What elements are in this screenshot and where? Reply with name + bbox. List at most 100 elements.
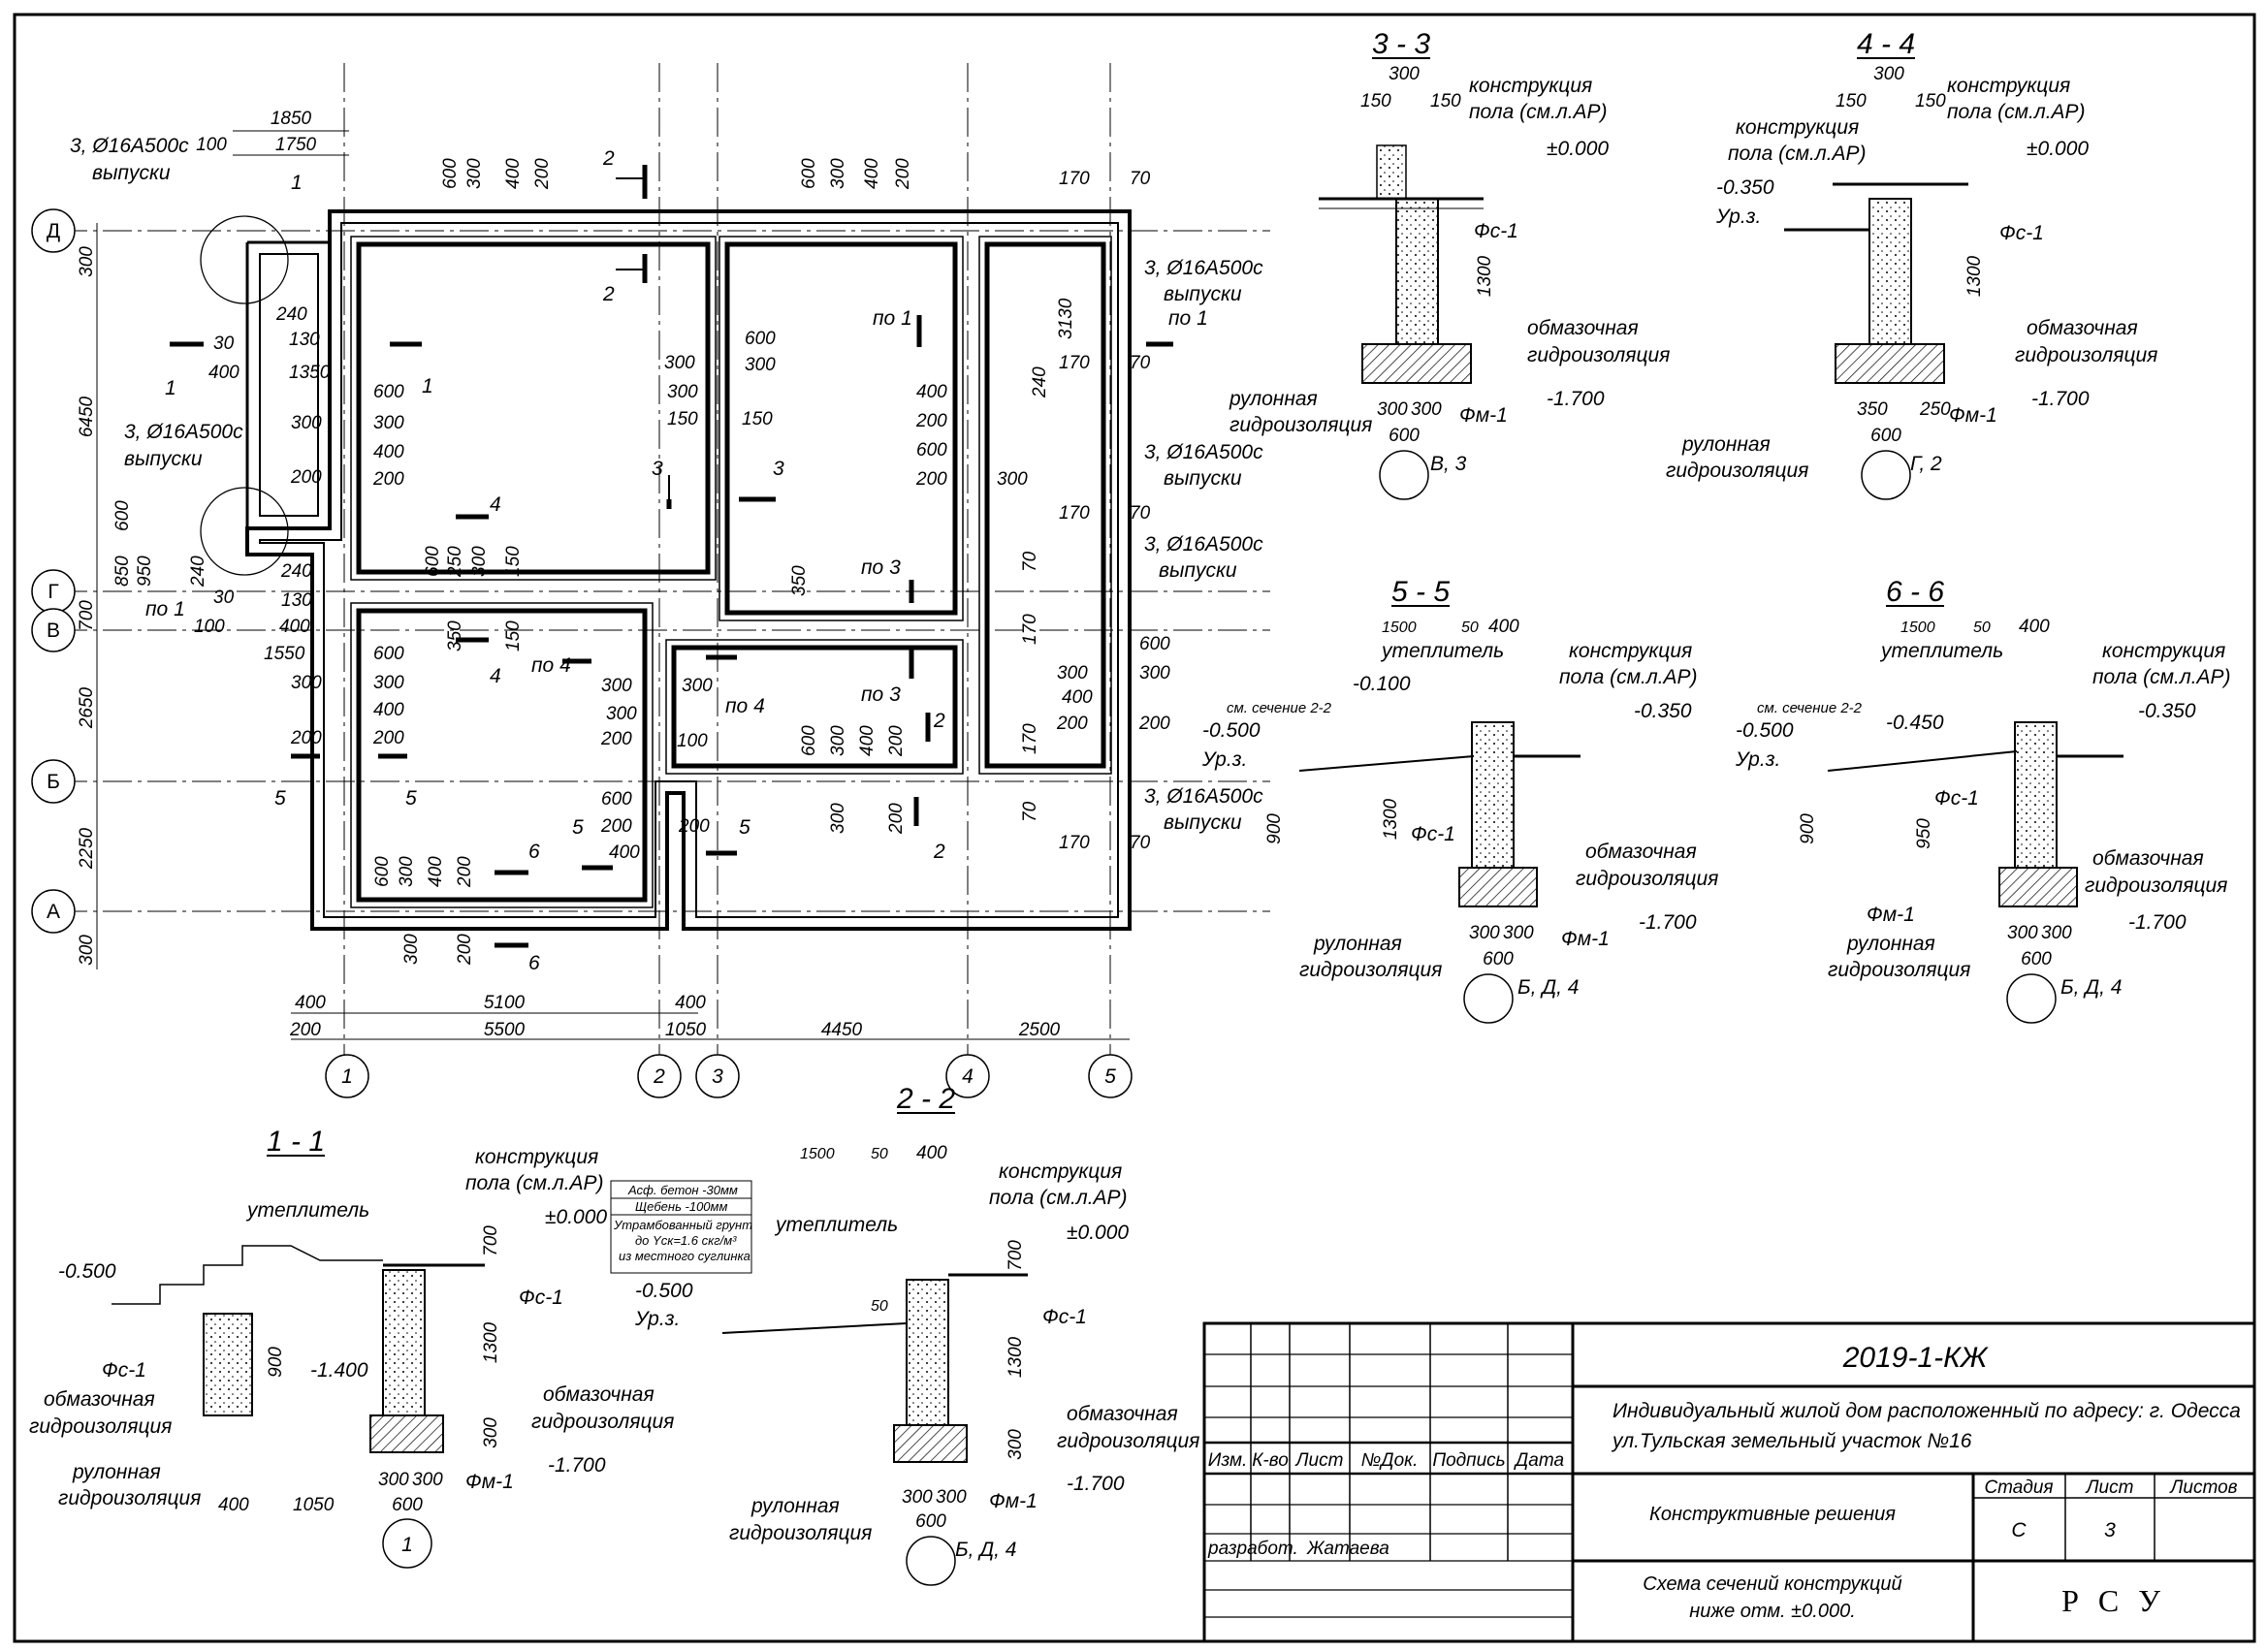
- tb-developer-role: разработ.: [1207, 1539, 1298, 1559]
- s11-label-1400: -1.400: [310, 1359, 368, 1382]
- s55-dim-600: 600: [1483, 949, 1514, 969]
- callout-po3-b: по 3: [861, 683, 901, 706]
- axis-letter-a: А: [47, 901, 60, 923]
- s11-label-zero: ±0.000: [545, 1206, 607, 1228]
- rebar-sub-right-4: выпуски: [1164, 811, 1242, 834]
- dim-plan-400-7: 400: [373, 700, 404, 720]
- s22-label-fm1: Фм-1: [989, 1490, 1038, 1512]
- dim-plan-300-16: 300: [828, 803, 848, 834]
- s11-label-rulon: рулонная: [72, 1461, 161, 1483]
- dim-plan-70-1: 70: [1130, 169, 1151, 189]
- dim-left-700: 700: [77, 600, 97, 631]
- s66-dim-950: 950: [1914, 818, 1934, 849]
- s55-label-see22: см. сечение 2-2: [1227, 700, 1332, 716]
- dim-plan-300-4: 300: [291, 413, 322, 433]
- s33-label-konstr: конструкция: [1469, 75, 1592, 97]
- s11-label-gidro1-l: гидроизоляция: [29, 1415, 172, 1438]
- s22-label-zero: ±0.000: [1067, 1222, 1129, 1244]
- s66-dim-300-a: 300: [2007, 923, 2038, 943]
- dim-plan-400-9: 400: [857, 725, 878, 756]
- dim-plan-70-6: 70: [1130, 833, 1151, 853]
- dim-plan-130-1: 130: [289, 330, 320, 350]
- s11-dim-300-a: 300: [378, 1470, 409, 1490]
- s55-label-1700: -1.700: [1639, 911, 1697, 934]
- s44-label-konstr-r: конструкция: [1947, 75, 2070, 97]
- dim-plan-170-6: 170: [1059, 833, 1090, 853]
- dim-plan-400-8: 400: [609, 842, 640, 863]
- s44-dim-350: 350: [1857, 399, 1888, 420]
- axis-number-1: 1: [341, 1065, 353, 1088]
- dim-plan-300-5: 300: [745, 355, 776, 375]
- s66-dim-1500: 1500: [1900, 620, 1935, 636]
- dim-plan-70-5: 70: [1020, 801, 1040, 822]
- tb-col-data: Дата: [1514, 1450, 1564, 1471]
- section-3-3-title: 3 - 3: [1372, 28, 1430, 60]
- tb-sheet-value: 3: [2104, 1519, 2116, 1541]
- s11-label-pola: пола (см.л.АР): [465, 1172, 604, 1194]
- dim-plan-400-11: 400: [426, 856, 446, 887]
- s66-label-pola: пола (см.л.АР): [2092, 666, 2231, 688]
- callout-po4-a: по 4: [531, 654, 571, 677]
- dim-plan-300-2: 300: [828, 158, 848, 189]
- dim-plan-200-9: 200: [600, 729, 632, 749]
- section-4-4-title: 4 - 4: [1857, 28, 1915, 60]
- s11-label-fs1-r: Фс-1: [519, 1287, 563, 1309]
- s33-label-1700: -1.700: [1547, 388, 1605, 410]
- plan-section-5-c: 5: [572, 816, 584, 839]
- s66-label-fs1: Фс-1: [1934, 787, 1979, 810]
- tb-sheet-label: Лист: [2085, 1477, 2134, 1498]
- rebar-sub-right-1: выпуски: [1164, 283, 1242, 305]
- rebar-label-right-4: 3, Ø16А500с: [1144, 785, 1263, 808]
- dim-plan-3130: 3130: [1056, 298, 1076, 339]
- rebar-label-right-3: 3, Ø16А500с: [1144, 533, 1263, 556]
- s11-dim-900: 900: [266, 1347, 286, 1378]
- s11-label-konstr: конструкция: [475, 1146, 598, 1168]
- s33-label-fs1: Фс-1: [1474, 220, 1518, 242]
- dim-plan-600-10: 600: [799, 725, 819, 756]
- s66-label-obmaz: обмазочная: [2092, 847, 2204, 870]
- s33-dim-600: 600: [1389, 426, 1420, 446]
- dim-plan-400-5: 400: [916, 382, 947, 402]
- dim-plan-600-9: 600: [601, 789, 632, 810]
- s22-label-pola: пола (см.л.АР): [989, 1187, 1128, 1209]
- s33-dim-300-b: 300: [1411, 399, 1442, 420]
- dim-bottom-5100: 5100: [484, 993, 526, 1013]
- dim-left-6450: 6450: [77, 396, 97, 437]
- callout-po1-room: по 1: [873, 307, 912, 330]
- plan-section-1-a: 1: [165, 377, 176, 399]
- dim-plan-170-2: 170: [1059, 353, 1090, 373]
- dim-plan-200-4: 200: [290, 467, 322, 488]
- dim-plan-350: 350: [789, 565, 810, 596]
- dim-plan-400-3: 400: [208, 363, 239, 383]
- s33-label-pola: пола (см.л.АР): [1469, 101, 1608, 123]
- s22-dim-50: 50: [871, 1298, 888, 1315]
- tb-sheet-title-1: Схема сечений конструкций: [1643, 1573, 1901, 1595]
- axis-letter-b: Б: [47, 771, 60, 793]
- s33-label-fm1: Фм-1: [1459, 404, 1508, 427]
- dim-plan-600-2: 600: [799, 158, 819, 189]
- tb-sheet-title-2: ниже отм. ±0.000.: [1689, 1601, 1856, 1622]
- section-6-6-title: 6 - 6: [1886, 576, 1944, 608]
- dim-plan-600-6: 600: [423, 546, 443, 577]
- section-1-1-title: 1 - 1: [267, 1126, 325, 1158]
- s44-label-konstr-l: конструкция: [1736, 116, 1859, 139]
- s11-dim-300-b: 300: [412, 1470, 443, 1490]
- s55-dim-400-top: 400: [1488, 617, 1519, 637]
- s33-axis: В, 3: [1430, 453, 1467, 475]
- s66-label-urz: Ур.з.: [1735, 748, 1780, 771]
- dim-plan-170-3: 170: [1059, 503, 1090, 524]
- s11-label-fm1: Фм-1: [465, 1471, 514, 1493]
- s22-layer-4: до Yск=1.6 скг/м³: [635, 1233, 737, 1248]
- s55-dim-300-a: 300: [1469, 923, 1500, 943]
- rebar-sub-top-left: выпуски: [92, 162, 171, 184]
- dim-left-2250: 2250: [77, 827, 97, 870]
- s66-dim-400-top: 400: [2019, 617, 2050, 637]
- axis-letter-v: В: [47, 620, 60, 642]
- s11-label-obmaz-l: обмазочная: [44, 1388, 155, 1411]
- dim-plan-70-3: 70: [1130, 503, 1151, 524]
- s66-axis: Б, Д, 4: [2060, 976, 2122, 999]
- dim-plan-240-2: 240: [275, 304, 307, 325]
- s22-layer-2: Щебень -100мм: [635, 1199, 727, 1214]
- dim-plan-200-6: 200: [915, 469, 947, 490]
- s55-label-gidro1: гидроизоляция: [1576, 868, 1718, 890]
